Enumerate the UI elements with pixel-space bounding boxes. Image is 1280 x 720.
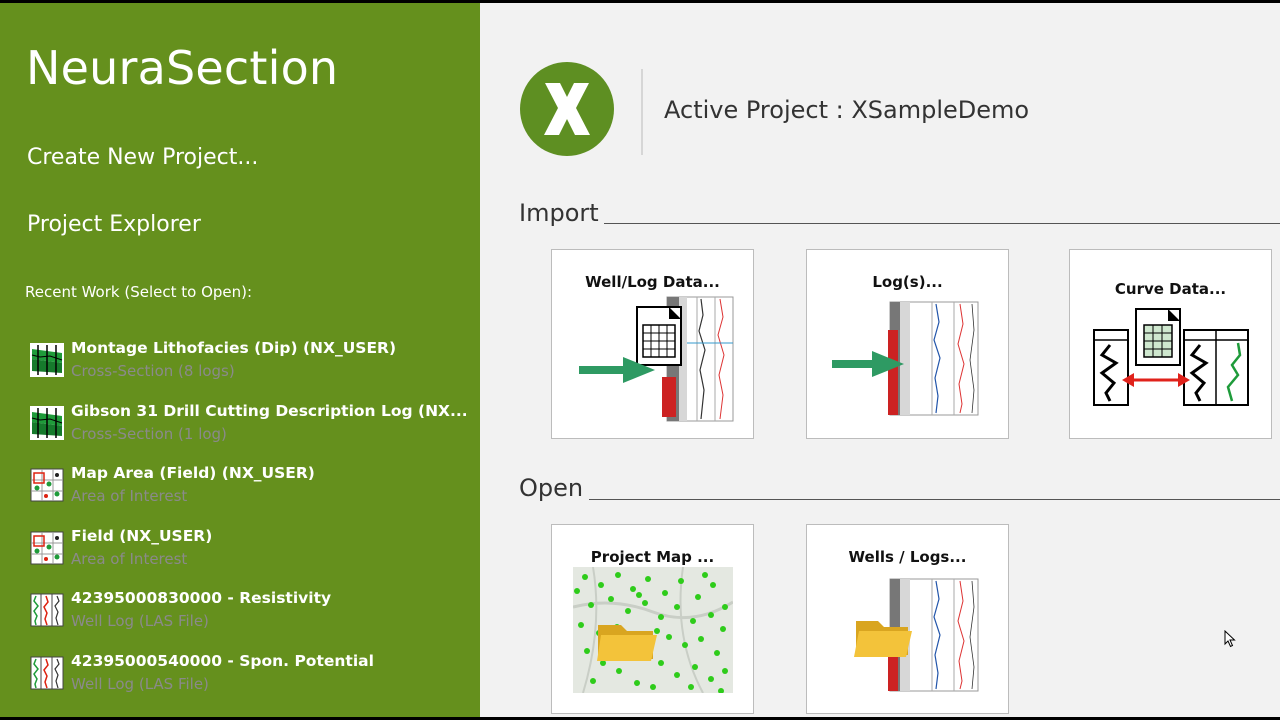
sidebar: NeuraSection Create New Project... Proje…: [0, 3, 480, 717]
cross-section-icon: [30, 343, 64, 377]
curve-data-import-icon: [1093, 308, 1249, 406]
recent-item[interactable]: Gibson 31 Drill Cutting Description Log …: [30, 402, 470, 465]
open-wells-logs-tile[interactable]: Wells / Logs...: [806, 524, 1009, 714]
recent-item[interactable]: 42395000540000 - Spon. Potential Well Lo…: [30, 652, 470, 715]
import-curve-data-tile[interactable]: Curve Data...: [1069, 249, 1272, 439]
import-section-rule: [604, 223, 1280, 224]
app-window: NeuraSection Create New Project... Proje…: [0, 3, 1280, 717]
active-project-label: Active Project : XSampleDemo: [664, 96, 1030, 124]
recent-work-list: Montage Lithofacies (Dip) (NX_USER) Cros…: [30, 339, 470, 715]
map-area-icon: [30, 468, 64, 502]
recent-item-subtitle: Area of Interest: [71, 549, 188, 568]
recent-item-name: Field (NX_USER): [71, 526, 213, 545]
recent-item[interactable]: 42395000830000 - Resistivity Well Log (L…: [30, 589, 470, 652]
recent-item-subtitle: Area of Interest: [71, 487, 188, 506]
import-well-log-data-tile[interactable]: Well/Log Data...: [551, 249, 754, 439]
app-title: NeuraSection: [26, 41, 339, 95]
neurasection-x-logo-icon: [520, 62, 614, 156]
mouse-pointer-icon: [1224, 630, 1236, 648]
create-new-project-link[interactable]: Create New Project...: [27, 145, 259, 170]
cross-section-icon: [30, 405, 64, 440]
well-log-icon: [30, 593, 64, 627]
project-map-folder-icon: [573, 567, 733, 693]
main-panel: Active Project : XSampleDemo Import Well…: [480, 3, 1280, 717]
recent-item[interactable]: Montage Lithofacies (Dip) (NX_USER) Cros…: [30, 339, 470, 402]
recent-item-name: 42395000830000 - Resistivity: [71, 589, 332, 608]
recent-item-subtitle: Well Log (LAS File): [71, 612, 209, 631]
import-section-title: Import: [519, 199, 599, 227]
recent-item-name: Map Area (Field) (NX_USER): [71, 464, 315, 483]
recent-item[interactable]: Map Area (Field) (NX_USER) Area of Inter…: [30, 464, 470, 527]
well-log-icon: [30, 656, 64, 690]
recent-item-name: 42395000540000 - Spon. Potential: [71, 651, 374, 670]
recent-item[interactable]: Field (NX_USER) Area of Interest: [30, 527, 470, 590]
header-separator: [641, 69, 643, 155]
open-section-rule: [589, 499, 1280, 500]
tile-label: Curve Data...: [1114, 280, 1227, 298]
wells-logs-folder-icon: [854, 578, 979, 692]
tile-label: Project Map ...: [590, 548, 715, 566]
logs-import-icon: [832, 301, 979, 416]
import-logs-tile[interactable]: Log(s)...: [806, 249, 1009, 439]
recent-item-subtitle: Cross-Section (1 log): [71, 424, 227, 443]
well-log-data-import-icon: [579, 296, 734, 422]
map-area-icon: [30, 531, 64, 565]
recent-item-subtitle: Cross-Section (8 logs): [71, 362, 235, 380]
recent-item-name: Gibson 31 Drill Cutting Description Log …: [71, 401, 466, 420]
recent-item-subtitle: Well Log (LAS File): [71, 674, 209, 693]
recent-item-name: Montage Lithofacies (Dip) (NX_USER): [71, 339, 397, 357]
tile-label: Well/Log Data...: [585, 273, 720, 291]
open-project-map-tile[interactable]: Project Map ...: [551, 524, 754, 714]
open-section-title: Open: [519, 474, 584, 502]
tile-label: Wells / Logs...: [848, 548, 967, 566]
recent-work-heading: Recent Work (Select to Open):: [25, 283, 253, 301]
tile-label: Log(s)...: [872, 273, 943, 291]
project-explorer-link[interactable]: Project Explorer: [27, 212, 201, 237]
